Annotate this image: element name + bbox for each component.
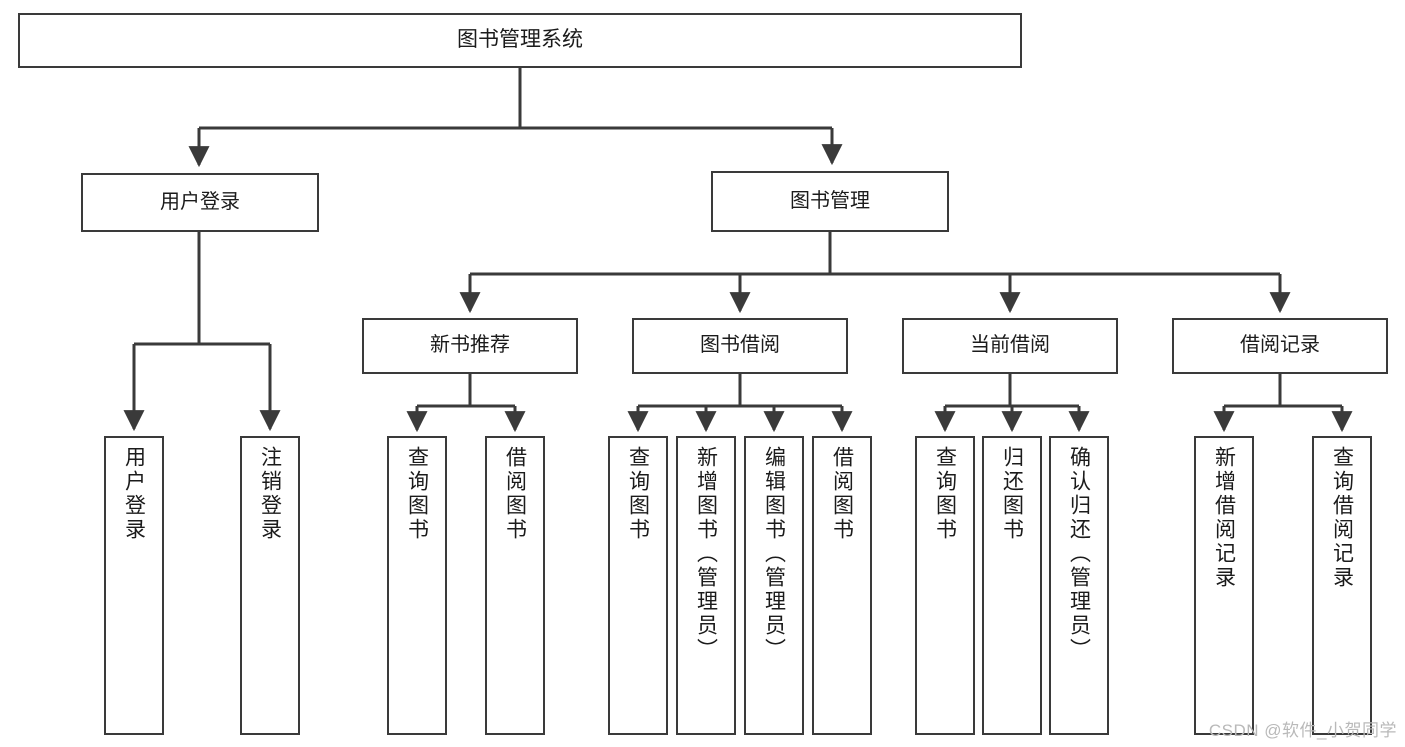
node-root-system[interactable]: 图书管理系统 [18, 13, 1022, 68]
node-label: 查询图书 [933, 446, 957, 542]
node-user-login[interactable]: 用户登录 [81, 173, 319, 232]
node-label: 借阅图书 [503, 446, 527, 542]
node-label: 注销登录 [258, 446, 282, 542]
leaf-add-borrow-record[interactable]: 新增借阅记录 [1194, 436, 1254, 735]
node-label: 图书管理系统 [457, 28, 583, 52]
node-book-borrow[interactable]: 图书借阅 [632, 318, 848, 374]
leaf-logout-login[interactable]: 注销登录 [240, 436, 300, 735]
node-label: 查询图书 [405, 446, 429, 542]
node-label: 新增图书（管理员） [694, 446, 718, 662]
leaf-add-book-admin[interactable]: 新增图书（管理员） [676, 436, 736, 735]
node-label: 图书借阅 [700, 334, 780, 357]
node-label: 归还图书 [1000, 446, 1024, 542]
node-label: 用户登录 [160, 190, 240, 213]
leaf-query-book-recommend[interactable]: 查询图书 [387, 436, 447, 735]
node-label: 确认归还（管理员） [1067, 446, 1091, 662]
node-label: 用户登录 [122, 446, 146, 542]
node-label: 编辑图书（管理员） [762, 446, 786, 662]
leaf-query-book-borrow[interactable]: 查询图书 [608, 436, 668, 735]
node-borrow-record[interactable]: 借阅记录 [1172, 318, 1388, 374]
node-label: 新增借阅记录 [1212, 446, 1236, 590]
node-label: 新书推荐 [430, 334, 510, 357]
csdn-watermark: CSDN @软件_小贺同学 [1208, 721, 1397, 740]
leaf-borrow-book[interactable]: 借阅图书 [812, 436, 872, 735]
leaf-query-book-current[interactable]: 查询图书 [915, 436, 975, 735]
leaf-confirm-return-admin[interactable]: 确认归还（管理员） [1049, 436, 1109, 735]
leaf-return-book[interactable]: 归还图书 [982, 436, 1042, 735]
leaf-borrow-book-recommend[interactable]: 借阅图书 [485, 436, 545, 735]
leaf-query-borrow-record[interactable]: 查询借阅记录 [1312, 436, 1372, 735]
node-label: 借阅记录 [1240, 334, 1320, 357]
node-label: 查询借阅记录 [1330, 446, 1354, 590]
node-book-management[interactable]: 图书管理 [711, 171, 949, 232]
node-new-book-recommend[interactable]: 新书推荐 [362, 318, 578, 374]
node-label: 查询图书 [626, 446, 650, 542]
leaf-edit-book-admin[interactable]: 编辑图书（管理员） [744, 436, 804, 735]
node-label: 当前借阅 [970, 334, 1050, 357]
node-label: 图书管理 [790, 189, 870, 212]
leaf-user-login[interactable]: 用户登录 [104, 436, 164, 735]
node-current-borrow[interactable]: 当前借阅 [902, 318, 1118, 374]
node-label: 借阅图书 [830, 446, 854, 542]
